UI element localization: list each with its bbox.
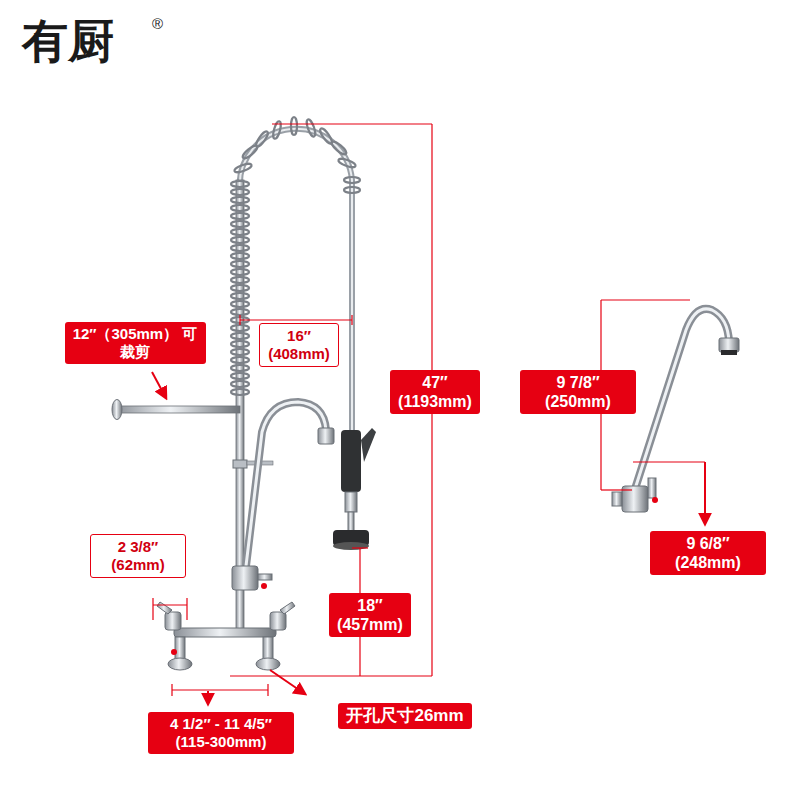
dimension-box: 16″ (408mm) — [259, 323, 339, 367]
dimension-text: 4 1/2″ - 11 4/5″ (115-300mm) — [156, 715, 286, 751]
dimension-text: 16″ (408mm) — [268, 327, 330, 363]
dimension-text: 18″ (457mm) — [337, 596, 403, 634]
dimension-box: 47″ (1193mm) — [390, 370, 480, 414]
dimension-box: 9 7/8″ (250mm) — [520, 370, 636, 414]
dimension-box: 2 3/8″ (62mm) — [90, 534, 186, 578]
dimension-text: 2 3/8″ (62mm) — [99, 538, 177, 574]
dimension-box: 18″ (457mm) — [329, 593, 411, 637]
brand-logo: 有厨 — [22, 16, 114, 67]
dimension-text: 9 6/8″ (248mm) — [658, 534, 758, 572]
registered-mark: ® — [152, 16, 163, 33]
dimension-box: 9 6/8″ (248mm) — [650, 531, 766, 575]
dimension-box: 4 1/2″ - 11 4/5″ (115-300mm) — [148, 712, 294, 754]
dimension-text: 12″（305mm） 可裁剪 — [73, 325, 198, 361]
dimension-text: 开孔尺寸26mm — [346, 706, 463, 726]
dimension-box: 开孔尺寸26mm — [338, 703, 471, 729]
dimension-text: 9 7/8″ (250mm) — [528, 373, 628, 411]
dimension-text: 47″ (1193mm) — [398, 373, 472, 411]
dimension-box: 12″（305mm） 可裁剪 — [65, 322, 206, 364]
